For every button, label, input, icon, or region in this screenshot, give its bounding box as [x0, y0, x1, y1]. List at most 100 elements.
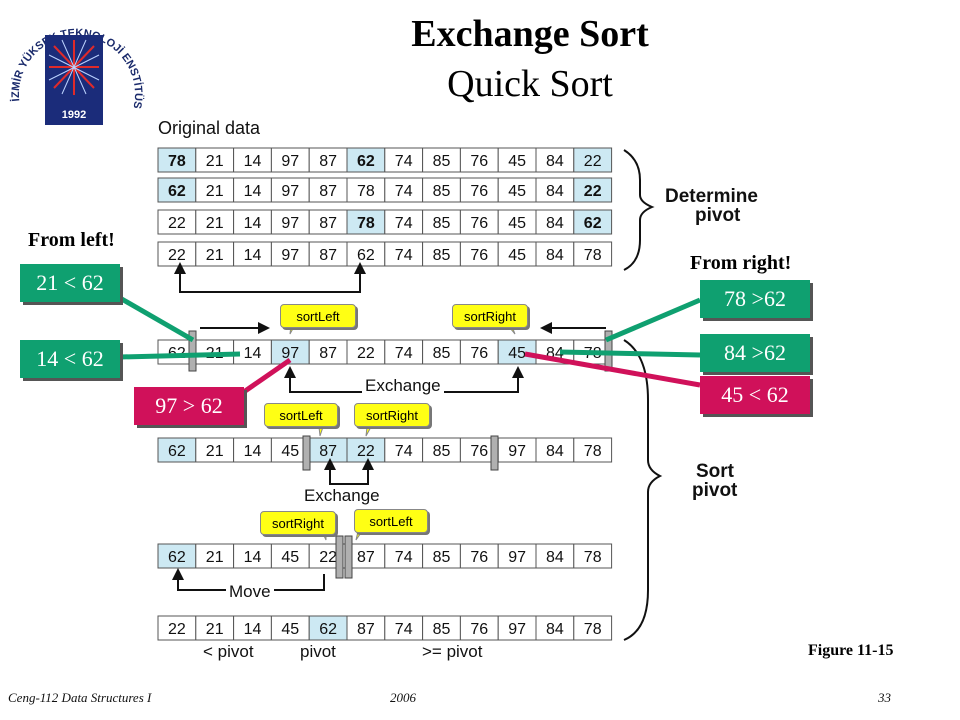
array-cell-value: 14: [244, 345, 262, 362]
array-cell: [270, 177, 310, 203]
original-data-label: Original data: [158, 118, 261, 138]
determine-pivot-label: Determine pivot: [665, 187, 758, 225]
array-cell: [422, 241, 461, 267]
array-cell: [346, 241, 386, 267]
array-cell: [195, 615, 235, 641]
footer-page: 33: [878, 690, 891, 705]
array-cell: [233, 209, 272, 235]
array-cell: [497, 209, 537, 235]
array-cell-value: 78: [584, 549, 602, 566]
slide-title: Exchange Sort: [411, 13, 649, 55]
logo-year: 1992: [62, 109, 86, 121]
array-cell-value: 14: [244, 215, 262, 232]
brace-determine: [623, 149, 655, 271]
array-cell-value: 85: [433, 153, 451, 170]
array-cell: [346, 209, 386, 235]
array-cell-value: 87: [357, 549, 375, 566]
array-cell-value: 85: [433, 345, 451, 362]
array-cell-value: 21: [206, 247, 224, 264]
array-cell: [459, 241, 499, 267]
array-cell: [573, 209, 613, 235]
callout-45-lt-62: 45 < 62: [700, 376, 810, 414]
pointer-78: [605, 297, 701, 343]
figure-label: Figure 11-15: [808, 642, 894, 659]
pointer-84: [559, 349, 701, 358]
array-cell-value: 78: [357, 183, 375, 200]
array-cell-value: 85: [433, 247, 451, 264]
array-cell-value: 76: [470, 621, 488, 638]
array-cell-value: 45: [281, 443, 299, 460]
array-cell-value: 45: [281, 621, 299, 638]
array-cell: [535, 209, 575, 235]
array-cell: [157, 437, 197, 463]
array-cell-value: 21: [206, 183, 224, 200]
array-cell: [535, 437, 575, 463]
array-cell: [157, 147, 197, 173]
array-cell-value: 14: [244, 549, 262, 566]
array-cell-value: 76: [470, 247, 488, 264]
array-cell: [459, 543, 499, 569]
array-cell-value: 22: [168, 247, 186, 264]
array-cell-value: 76: [470, 345, 488, 362]
array-cell: [422, 147, 461, 173]
array-cell: [459, 209, 499, 235]
array-cell-value: 74: [395, 549, 413, 566]
pointer-14: [119, 351, 241, 360]
array-cell-value: 85: [433, 215, 451, 232]
array-cell-value: 97: [508, 549, 526, 566]
array-cell-value: 87: [319, 153, 337, 170]
exchange-label-1: Exchange: [362, 376, 444, 396]
callout-78-gt-62: 78 >62: [700, 280, 810, 318]
callout-21-lt-62: 21 < 62: [20, 264, 120, 302]
array-cell: [497, 177, 537, 203]
pointer-97: [233, 357, 292, 401]
brace-sort: [623, 339, 663, 641]
institute-logo: İZMİR YÜKSEK TEKNOLOJİ ENSTİTÜSÜ 1992: [2, 0, 145, 125]
array-cell: [346, 177, 386, 203]
array-cell-value: 87: [319, 247, 337, 264]
array-cell-value: 76: [470, 215, 488, 232]
array-cell: [497, 241, 537, 267]
array-cell-value: 21: [206, 621, 224, 638]
array-cell-value: 22: [168, 215, 186, 232]
array-cell-value: 45: [508, 345, 526, 362]
sort-line-2: pivot: [692, 480, 738, 501]
array-cell-value: 62: [168, 549, 186, 566]
array-cell-value: 78: [584, 247, 602, 264]
array-cell: [573, 147, 613, 173]
footer-year: 2006: [390, 690, 416, 705]
tag-sortright-3: sortRight: [260, 511, 336, 535]
array-cell-value: 62: [168, 443, 186, 460]
less-pivot-label: < pivot: [203, 642, 254, 661]
array-cell-value: 62: [357, 153, 375, 170]
array-cell-value: 84: [546, 621, 564, 638]
array-cell: [308, 209, 348, 235]
array-cell-value: 87: [319, 215, 337, 232]
array-cell-value: 45: [508, 247, 526, 264]
determine-line-2: pivot: [695, 205, 741, 226]
array-cell: [270, 339, 310, 365]
tag-sortleft-1: sortLeft: [280, 304, 356, 328]
tag-sortleft-3: sortLeft: [354, 509, 428, 533]
array-cell-value: 45: [281, 549, 299, 566]
array-cell-value: 97: [281, 345, 299, 362]
array-cell: [346, 437, 386, 463]
array-cell: [535, 177, 575, 203]
partition-bar-a: [335, 535, 344, 579]
array-cell-value: 78: [584, 621, 602, 638]
array-cell-value: 22: [584, 153, 602, 170]
array-cell-value: 97: [281, 247, 299, 264]
array-cell-value: 21: [206, 153, 224, 170]
array-cell: [384, 177, 424, 203]
array-cell-value: 84: [546, 153, 564, 170]
array-cell: [195, 543, 235, 569]
slide-subtitle: Quick Sort: [447, 63, 613, 105]
array-cell: [308, 147, 348, 173]
array-cell: [308, 339, 348, 365]
array-cell-value: 87: [319, 345, 337, 362]
